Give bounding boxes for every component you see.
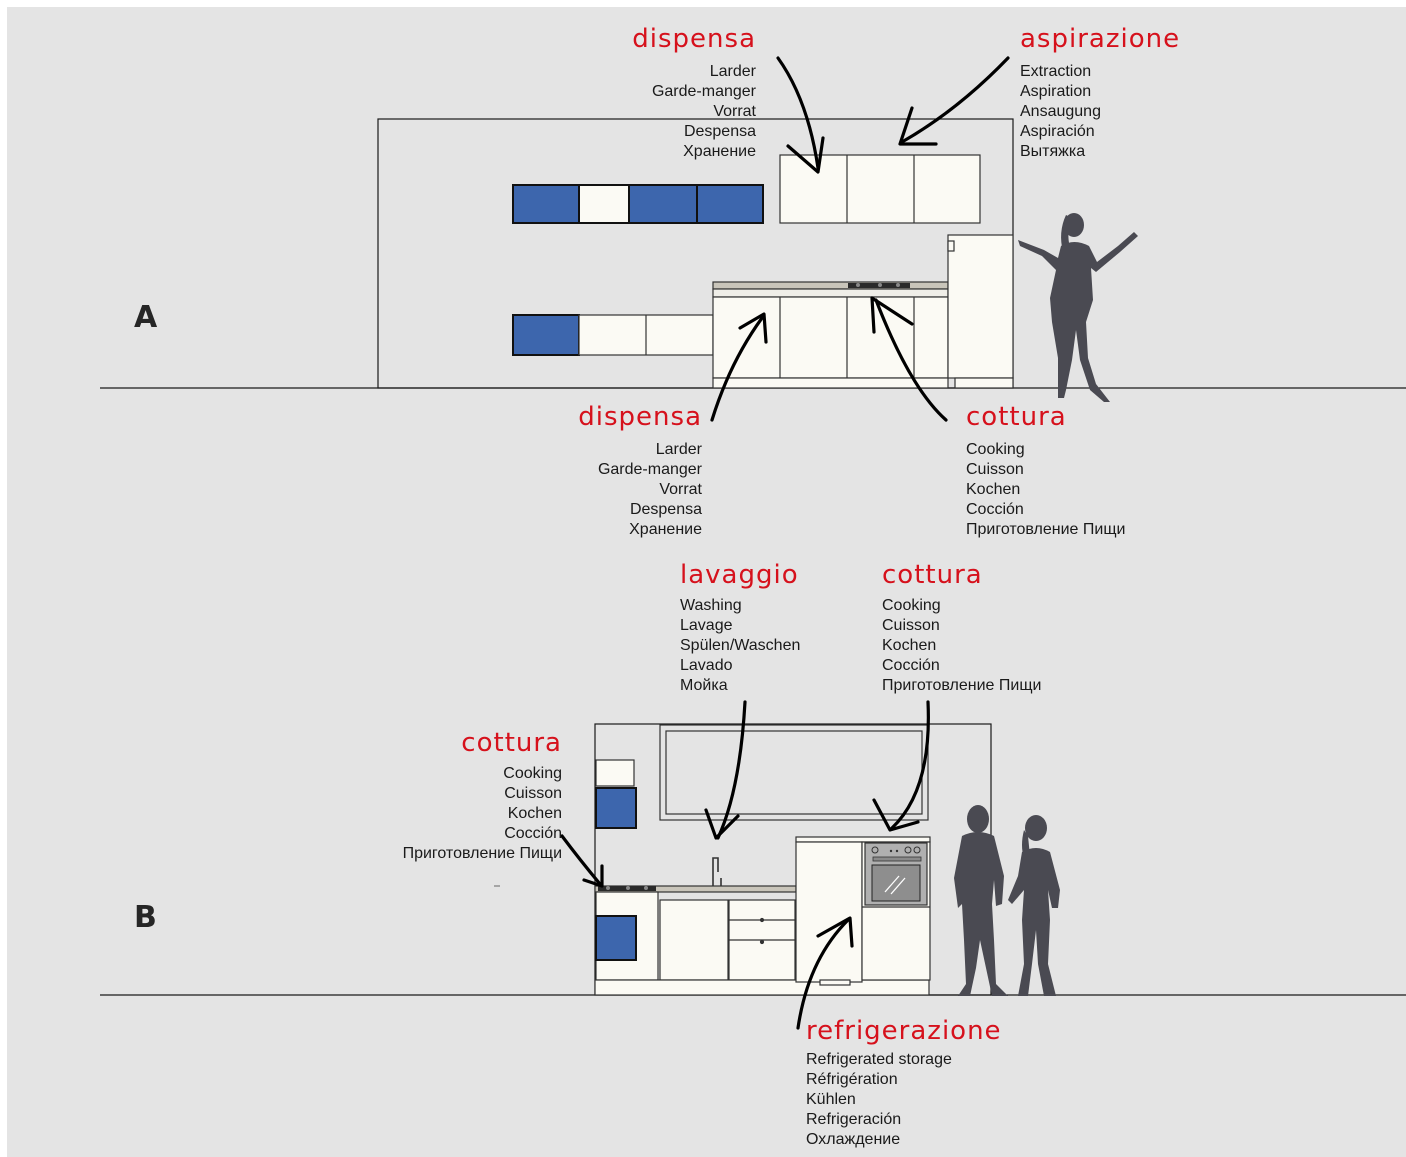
label-line: Aspiration <box>1020 83 1092 100</box>
label-line: Despensa <box>629 501 702 518</box>
label-line: Washing <box>680 597 742 614</box>
label-aspirazione: aspirazione Extraction Aspiration Ansaug… <box>1020 24 1180 162</box>
label-cottura-b-oven: cottura Cooking Cuisson Kochen Cocción П… <box>882 560 1041 696</box>
couple-silhouette-icon <box>954 805 1060 996</box>
blue-low-unit <box>512 314 580 356</box>
label-line: Приготовление Пищи <box>402 845 562 862</box>
blue-base-unit <box>595 915 637 961</box>
low-units-a <box>512 314 714 356</box>
white-wall-unit <box>578 184 630 224</box>
label-line: Cuisson <box>882 617 940 634</box>
blue-wall-unit <box>696 184 764 224</box>
upper-wall-units-a <box>512 184 764 224</box>
label-line: Extraction <box>1020 63 1092 80</box>
label-line: Хранение <box>683 143 756 160</box>
arrow-icon <box>776 56 825 174</box>
label-line: Ansaugung <box>1020 103 1101 120</box>
blue-wall-unit <box>628 184 698 224</box>
blue-wall-unit <box>512 184 580 224</box>
label-title: lavaggio <box>680 560 799 590</box>
label-line: Хранение <box>629 521 702 538</box>
label-line: Réfrigération <box>806 1071 898 1088</box>
label-cottura-b-hob: cottura Cooking Cuisson Kochen Cocción П… <box>403 728 562 864</box>
label-line: Spülen/Waschen <box>680 637 801 654</box>
arrow-icon <box>560 834 604 888</box>
hob-icon <box>848 283 910 288</box>
left-wall-units-b <box>595 759 637 829</box>
label-title: dispensa <box>632 24 756 54</box>
label-cottura-a: cottura Cooking Cuisson Kochen Cocción П… <box>966 402 1125 540</box>
label-line: Kochen <box>507 805 562 822</box>
tall-unit-a <box>947 234 1014 389</box>
label-title: cottura <box>966 402 1067 432</box>
label-line: Вытяжка <box>1020 143 1086 160</box>
label-line: Cooking <box>966 441 1025 458</box>
section-label-b: B <box>134 900 157 935</box>
label-line: Мойка <box>680 677 728 694</box>
label-line: Охлаждение <box>806 1131 901 1148</box>
label-line: Cuisson <box>966 461 1024 478</box>
section-label-a: A <box>134 300 158 335</box>
woman-silhouette-icon <box>1018 213 1138 402</box>
label-title: dispensa <box>578 402 702 432</box>
label-line: Cooking <box>882 597 941 614</box>
label-line: Larder <box>709 63 756 80</box>
arrow-icon <box>710 312 768 422</box>
label-line: Cuisson <box>504 785 562 802</box>
label-line: Vorrat <box>659 481 702 498</box>
oven-icon <box>864 842 928 906</box>
window-panel-b <box>659 724 929 821</box>
label-dispensa-wall: dispensa Larder Garde-manger Vorrat Desp… <box>632 24 756 162</box>
label-line: Vorrat <box>713 103 756 120</box>
label-line: Aspiración <box>1020 123 1095 140</box>
label-dispensa-base: dispensa Larder Garde-manger Vorrat Desp… <box>578 402 702 540</box>
label-line: Kochen <box>966 481 1021 498</box>
label-line: Приготовление Пищи <box>966 521 1126 538</box>
label-line: Kochen <box>882 637 937 654</box>
label-line: Cooking <box>503 765 562 782</box>
label-line: Garde-manger <box>651 83 756 100</box>
label-line: Kühlen <box>806 1091 856 1108</box>
label-line: Cocción <box>966 501 1024 518</box>
label-line: Despensa <box>683 123 756 140</box>
arrow-icon <box>870 296 948 422</box>
tap-icon <box>712 857 722 886</box>
label-line: Lavage <box>680 617 733 634</box>
arrow-icon <box>898 56 1010 146</box>
arrow-icon <box>796 916 854 1030</box>
base-cabinets-a <box>712 281 949 389</box>
label-line: Cocción <box>882 657 940 674</box>
label-line: Приготовление Пищи <box>882 677 1042 694</box>
label-line: Larder <box>655 441 702 458</box>
arrow-icon <box>872 700 930 832</box>
label-line: Refrigeración <box>806 1111 902 1128</box>
label-title: aspirazione <box>1020 24 1181 54</box>
label-line: Cocción <box>504 825 562 842</box>
label-refrigerazione: refrigerazione Refrigerated storage Réfr… <box>806 1016 1002 1150</box>
label-title: cottura <box>882 560 983 590</box>
label-lavaggio: lavaggio Washing Lavage Spülen/Waschen L… <box>680 560 800 696</box>
label-title: cottura <box>461 728 562 758</box>
hob-icon <box>598 886 656 891</box>
label-line: Refrigerated storage <box>806 1051 952 1068</box>
label-line: Lavado <box>680 657 733 674</box>
label-title: refrigerazione <box>806 1016 1002 1046</box>
label-line: Garde-manger <box>597 461 702 478</box>
arrow-icon <box>704 700 747 840</box>
